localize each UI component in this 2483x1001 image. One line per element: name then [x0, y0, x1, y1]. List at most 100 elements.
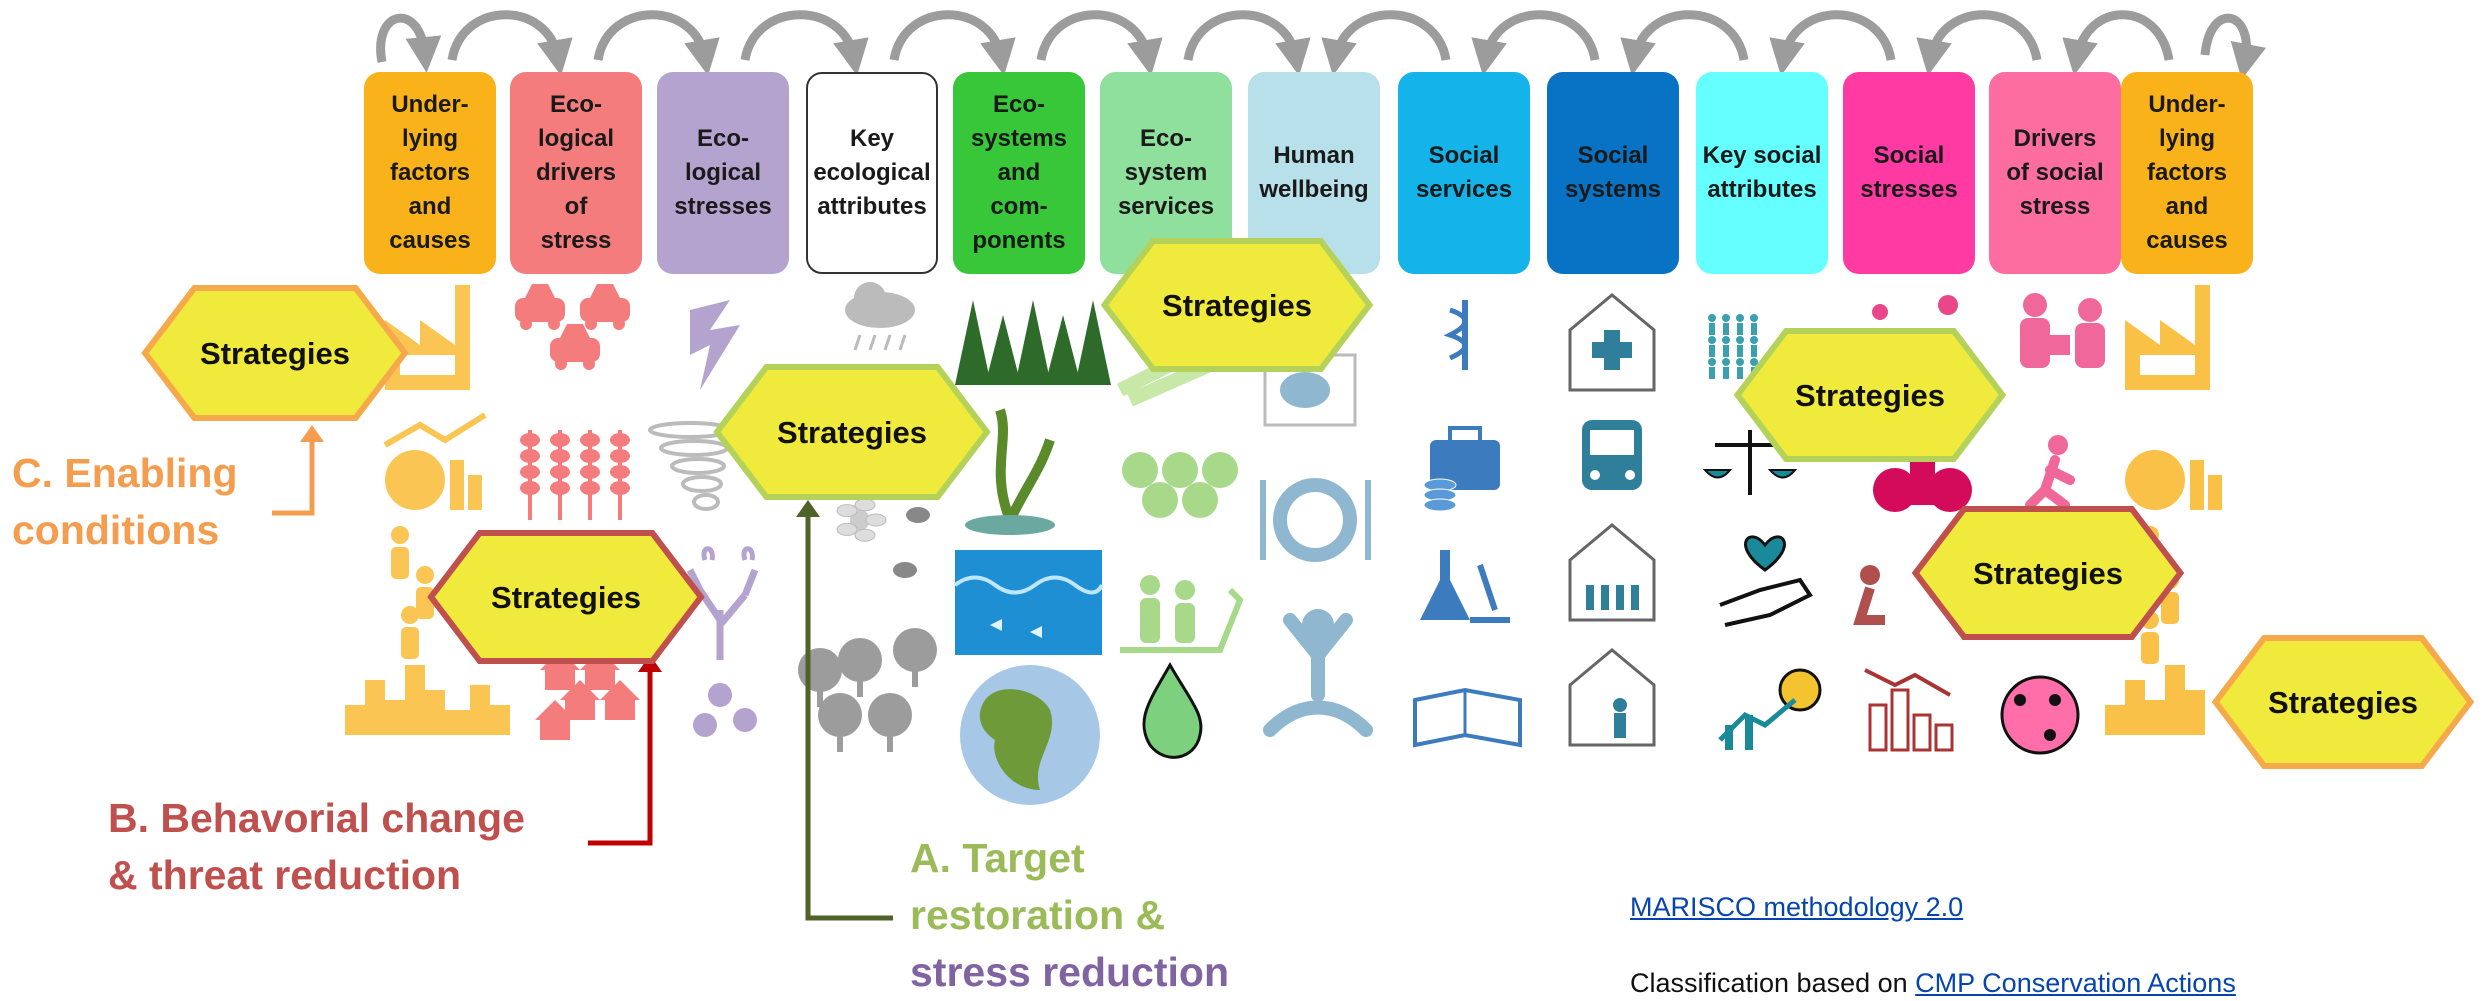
strategy-label: Strategies — [200, 336, 350, 371]
strategy-hexagon — [1733, 328, 2007, 462]
rain-cloud-icon — [845, 282, 915, 351]
column-header-line: ecological — [813, 159, 931, 186]
column-header-line: Drivers — [2013, 125, 2097, 152]
water-drop-icon — [1142, 661, 1203, 759]
target-arrow — [805, 515, 893, 921]
strategy-label: Strategies — [491, 580, 641, 615]
people-icon — [391, 526, 434, 659]
cmp-link[interactable]: CMP Conservation Actions — [1915, 968, 2236, 998]
column-header-line: logical — [684, 159, 761, 186]
trees-icon — [798, 628, 937, 752]
strategy-hexagon — [713, 364, 991, 500]
column-header-line: services — [1415, 176, 1513, 203]
target-arrow-head — [796, 500, 820, 517]
strategy-hexagon — [427, 530, 705, 664]
column-header-line: stresses — [674, 193, 772, 220]
flow-arrow-2 — [740, 10, 869, 76]
column-header-line: and — [997, 159, 1041, 186]
flow-arrow-3 — [889, 10, 1016, 76]
column-header-line: and — [2165, 193, 2209, 220]
strategy-label: Strategies — [777, 415, 927, 450]
logs-icon — [1122, 452, 1238, 518]
strategy-hexagon — [1911, 506, 2185, 640]
flow-arrows — [376, 10, 2267, 80]
column-header-text: Human wellbeing — [1259, 139, 1368, 207]
column-header-text: Drivers of social stress — [2006, 122, 2103, 224]
column-header-line: Human — [1273, 142, 1355, 169]
cars-icon — [515, 284, 630, 370]
bus-icon — [1582, 420, 1642, 490]
flow-arrow-11 — [2062, 10, 2174, 76]
column-header-line: wellbeing — [1259, 176, 1369, 203]
column-header-line: logical — [537, 125, 615, 152]
behavioral-arrow — [588, 670, 653, 846]
factory-icon — [385, 285, 470, 390]
flow-arrow-0 — [447, 10, 573, 76]
marisco-link[interactable]: MARISCO methodology 2.0 — [1630, 892, 1964, 922]
strategy-target-left: Strategies — [713, 364, 991, 500]
briefcase-coins-icon — [1423, 426, 1500, 512]
storm-icon — [690, 300, 740, 390]
ocean-icon — [953, 550, 1104, 655]
caring-hand-icon — [1719, 535, 1813, 627]
column-header-line: stress — [2019, 193, 2091, 220]
city-skyline-icon-right — [2105, 665, 2205, 735]
people-landscape-icon — [1120, 575, 1244, 653]
flow-arrow-8 — [1620, 10, 1749, 76]
loop-arrow-left — [376, 13, 442, 73]
plate-icon — [1260, 478, 1371, 562]
column-header-line: of social — [2006, 159, 2104, 186]
houses-icon — [535, 650, 640, 740]
column-header-line: lying — [2158, 125, 2215, 152]
enabling-arrow — [272, 440, 315, 516]
bribery-icon — [2020, 293, 2105, 368]
burning-tree-icon — [686, 546, 759, 660]
community-icon — [1568, 523, 1656, 622]
behavioral-line-1: B. Behavorial change — [108, 795, 525, 841]
strategy-hexagon — [141, 285, 409, 421]
strategy-social-attributes: Strategies — [1733, 328, 2007, 462]
column-header-line: factors — [389, 159, 471, 186]
people-sitting-icon — [1853, 565, 1885, 625]
column-header-line: Key — [849, 125, 895, 152]
column-header-line: Eco- — [1139, 125, 1192, 152]
strategy-behavioral-left: Strategies — [427, 530, 705, 664]
enabling-line-1: C. Enabling — [12, 450, 238, 496]
school-icon — [1568, 648, 1656, 747]
target-restoration-label: A. Target restoration & stress reduction — [910, 830, 1229, 1001]
thief-running-icon — [2025, 435, 2075, 510]
column-header-line: causes — [2146, 227, 2228, 254]
enabling-conditions-label: C. Enabling conditions — [12, 445, 238, 559]
strategy-hexagon — [1100, 238, 1374, 372]
book-icon — [1413, 687, 1522, 748]
flow-arrow-4 — [1036, 10, 1163, 76]
factory-icon-right — [2125, 285, 2210, 390]
column-header-line: causes — [389, 227, 471, 254]
caduceus-icon — [1443, 300, 1468, 370]
virus-icon — [2000, 675, 2080, 755]
column-header-line: Under- — [2148, 91, 2226, 118]
column-header-line: and — [408, 193, 452, 220]
strategy-target-right: Strategies — [1100, 238, 1374, 372]
globe-icon — [960, 665, 1100, 805]
flow-arrow-6 — [1321, 10, 1451, 76]
meditation-icon — [1263, 609, 1373, 737]
growth-chart-icon — [383, 412, 487, 510]
